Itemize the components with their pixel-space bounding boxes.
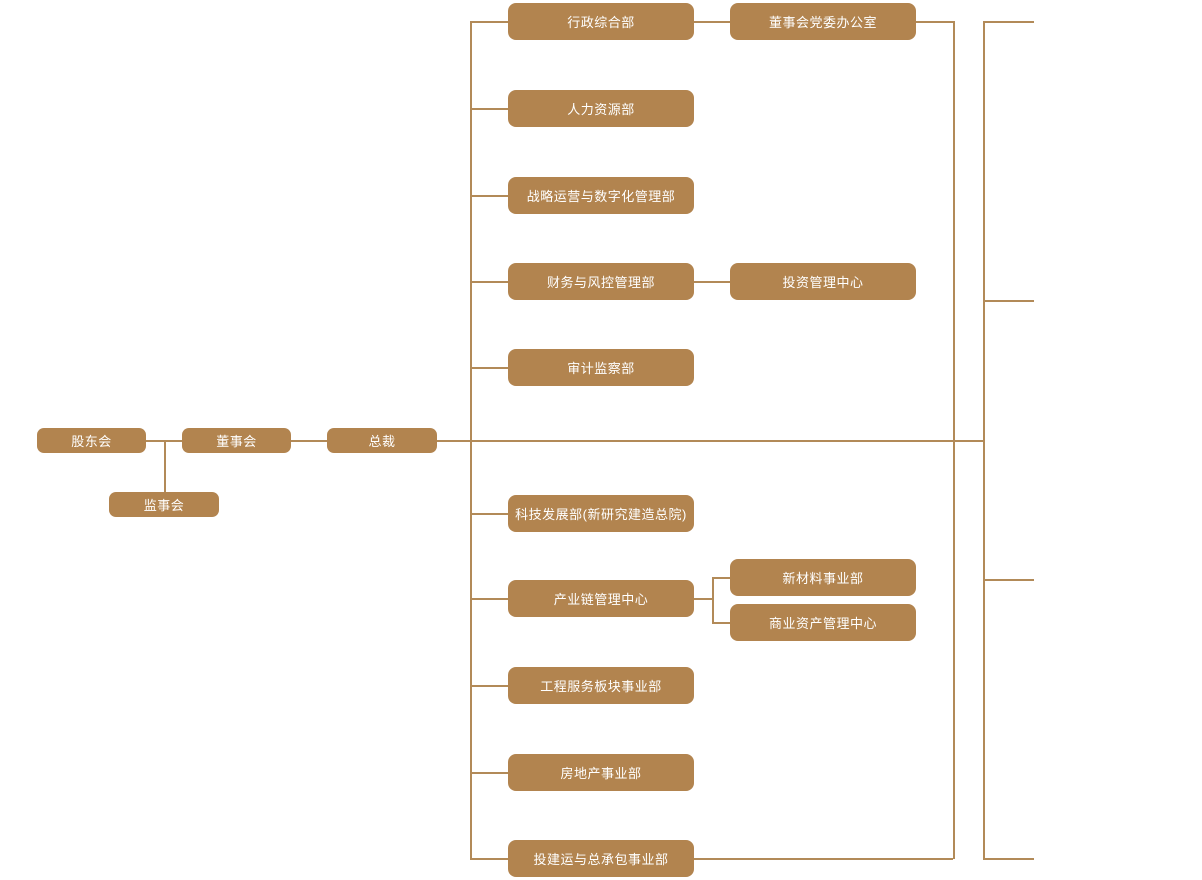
node-industry-chain-center[interactable]: 产业链管理中心 [508, 580, 694, 617]
connector-line [983, 858, 1034, 860]
node-label: 审计监察部 [567, 361, 635, 376]
node-label: 房地产事业部 [560, 766, 642, 781]
node-label: 行政综合部 [567, 15, 635, 30]
connector-line [983, 300, 1034, 302]
connector-line [470, 858, 508, 860]
node-human-resources[interactable]: 人力资源部 [508, 90, 694, 127]
node-finance-risk[interactable]: 财务与风控管理部 [508, 263, 694, 300]
node-engineering-services[interactable]: 工程服务板块事业部 [508, 667, 694, 704]
connector-line [164, 440, 166, 492]
connector-line [470, 513, 508, 515]
node-label: 总裁 [368, 434, 396, 449]
node-label: 科技发展部(新研究建造总院) [515, 507, 687, 522]
node-label: 投资管理中心 [782, 275, 864, 290]
node-label: 投建运与总承包事业部 [533, 852, 669, 867]
connector-line [470, 21, 508, 23]
node-investment-center[interactable]: 投资管理中心 [730, 263, 916, 300]
connector-line [712, 577, 714, 623]
node-epc-division[interactable]: 投建运与总承包事业部 [508, 840, 694, 877]
connector-line [470, 195, 508, 197]
connector-line [694, 598, 712, 600]
node-label: 工程服务板块事业部 [540, 679, 662, 694]
node-admin-general[interactable]: 行政综合部 [508, 3, 694, 40]
node-label: 战略运营与数字化管理部 [526, 189, 676, 204]
connector-line [470, 281, 508, 283]
trunk-line [437, 440, 983, 442]
connector-line [983, 21, 1034, 23]
node-strategy-digital[interactable]: 战略运营与数字化管理部 [508, 177, 694, 214]
node-board-party-office[interactable]: 董事会党委办公室 [730, 3, 916, 40]
connector-line [712, 622, 730, 624]
node-president[interactable]: 总裁 [327, 428, 437, 453]
connector-line [916, 21, 953, 23]
node-tech-development[interactable]: 科技发展部(新研究建造总院) [508, 495, 694, 532]
connector-line [470, 598, 508, 600]
connector-line [694, 858, 953, 860]
node-new-materials[interactable]: 新材料事业部 [730, 559, 916, 596]
node-label: 财务与风控管理部 [546, 275, 655, 290]
connector-line [470, 21, 472, 859]
node-label: 商业资产管理中心 [768, 616, 877, 631]
node-label: 监事会 [143, 498, 185, 513]
node-commercial-assets[interactable]: 商业资产管理中心 [730, 604, 916, 641]
connector-line [953, 21, 955, 859]
connector-line [470, 108, 508, 110]
node-label: 新材料事业部 [782, 571, 864, 586]
node-label: 股东会 [71, 434, 112, 449]
node-label: 产业链管理中心 [553, 592, 649, 607]
connector-line [470, 772, 508, 774]
connector-line [712, 577, 730, 579]
node-label: 董事会党委办公室 [768, 15, 877, 30]
connector-line [291, 440, 327, 442]
node-shareholders[interactable]: 股东会 [37, 428, 146, 453]
node-label: 董事会 [216, 434, 257, 449]
connector-line [694, 21, 730, 23]
node-real-estate[interactable]: 房地产事业部 [508, 754, 694, 791]
node-audit-supervision[interactable]: 审计监察部 [508, 349, 694, 386]
node-supervisory-board[interactable]: 监事会 [109, 492, 219, 517]
node-label: 人力资源部 [567, 102, 635, 117]
connector-line [983, 21, 985, 859]
connector-line [694, 281, 730, 283]
node-board-of-directors[interactable]: 董事会 [182, 428, 291, 453]
connector-line [470, 685, 508, 687]
connector-line [983, 579, 1034, 581]
connector-line [470, 367, 508, 369]
